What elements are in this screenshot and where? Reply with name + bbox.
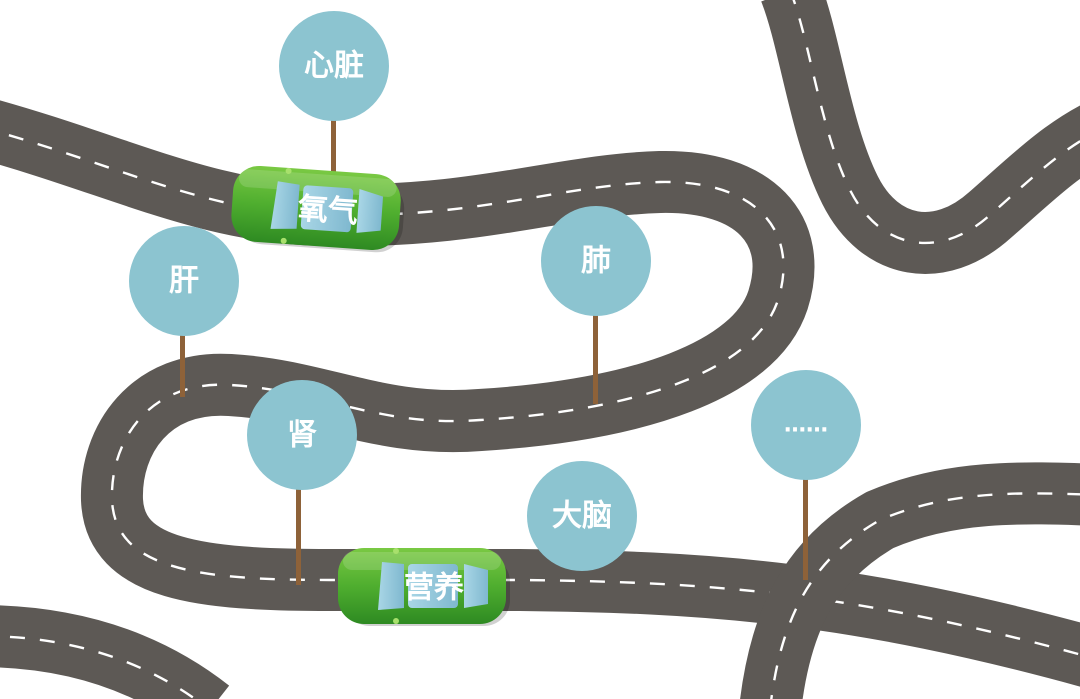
car-nutrition: 营养 — [338, 548, 510, 626]
road-bottom-left — [0, 605, 230, 699]
road-main — [0, 100, 1080, 687]
pole-lung — [593, 308, 598, 404]
sign-heart: 心脏 — [279, 11, 389, 121]
sign-liver: 肝 — [129, 226, 239, 336]
pole-kidney — [296, 480, 301, 585]
sign-kidney: 肾 — [247, 380, 357, 490]
car-oxygen: 氧气 — [231, 165, 405, 253]
sign-heart-label: 心脏 — [304, 49, 364, 84]
car-oxygen-label: 氧气 — [297, 191, 359, 230]
sign-liver-label: 肝 — [169, 264, 199, 299]
sign-lung-label: 肺 — [581, 244, 611, 279]
road-top-right — [760, 0, 1080, 274]
car-nutrition-label: 营养 — [404, 571, 464, 606]
sign-kidney-label: 肾 — [287, 418, 317, 453]
sign-brain: 大脑 — [527, 461, 637, 571]
sign-more: …… — [751, 370, 861, 480]
sign-poles — [180, 110, 808, 585]
sign-brain-label: 大脑 — [552, 499, 612, 534]
signs: 心脏 肝 肺 肾 大脑 …… — [129, 11, 861, 571]
pole-more — [803, 470, 808, 580]
sign-lung: 肺 — [541, 206, 651, 316]
pole-heart — [331, 110, 336, 190]
pole-liver — [180, 325, 185, 397]
sign-more-label: …… — [784, 413, 828, 438]
road-bottom-right — [740, 462, 1080, 699]
